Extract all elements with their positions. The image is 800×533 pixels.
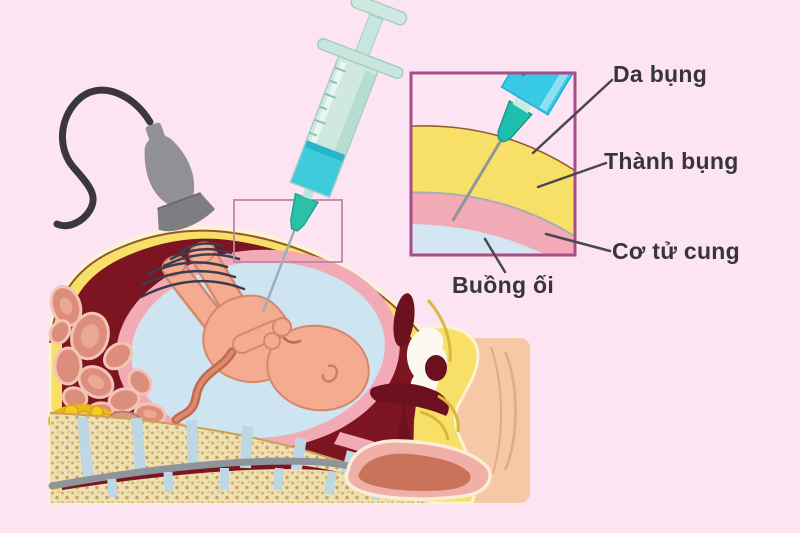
- syringe-fluid: [290, 140, 346, 198]
- probe-head: [157, 193, 216, 232]
- label-buong-oi: Buồng ối: [452, 272, 555, 298]
- body-cross-section: [47, 225, 530, 505]
- umbilical-cord: [171, 347, 237, 425]
- pelvic-cavity-dark: [393, 293, 415, 347]
- buong-oi-leader: [483, 237, 507, 274]
- da-bung-leader: [531, 78, 614, 155]
- plunger-handle: [350, 0, 408, 26]
- plunger-rod: [355, 13, 384, 57]
- barrel-graduations: [308, 66, 346, 137]
- fetus-ear: [321, 364, 339, 383]
- syringe: [261, 0, 408, 313]
- ultrasound-probe: [53, 86, 216, 232]
- dome-outline-cream: [47, 225, 446, 371]
- label-da-bung: Da bụng: [613, 61, 708, 87]
- needle-hub: [290, 192, 320, 232]
- fetus-arms: [232, 317, 292, 354]
- syringe-needle: [261, 229, 296, 313]
- thanh-bung-leader: [536, 161, 608, 189]
- needle-entry-outline: [233, 199, 343, 263]
- probe-body: [144, 135, 195, 205]
- inset-border: [409, 71, 577, 257]
- label-co-tu-cung: Cơ tử cung: [612, 238, 740, 264]
- rectum: [344, 439, 492, 501]
- motion-arcs: [139, 242, 246, 299]
- pelvic-fold-lines: [419, 299, 460, 441]
- co-tu-cung-leader: [544, 232, 612, 253]
- leader-lines: [483, 78, 614, 274]
- inset-membrane-line: [411, 189, 575, 238]
- inset-magnified-view: [409, 71, 577, 257]
- fetus-head: [266, 324, 370, 412]
- label-thanh-bung: Thành bụng: [604, 148, 739, 174]
- inset-uterus-muscle: [411, 191, 575, 255]
- fetus-eye: [282, 336, 302, 344]
- probe-cable: [53, 86, 154, 230]
- fetus: [161, 241, 370, 425]
